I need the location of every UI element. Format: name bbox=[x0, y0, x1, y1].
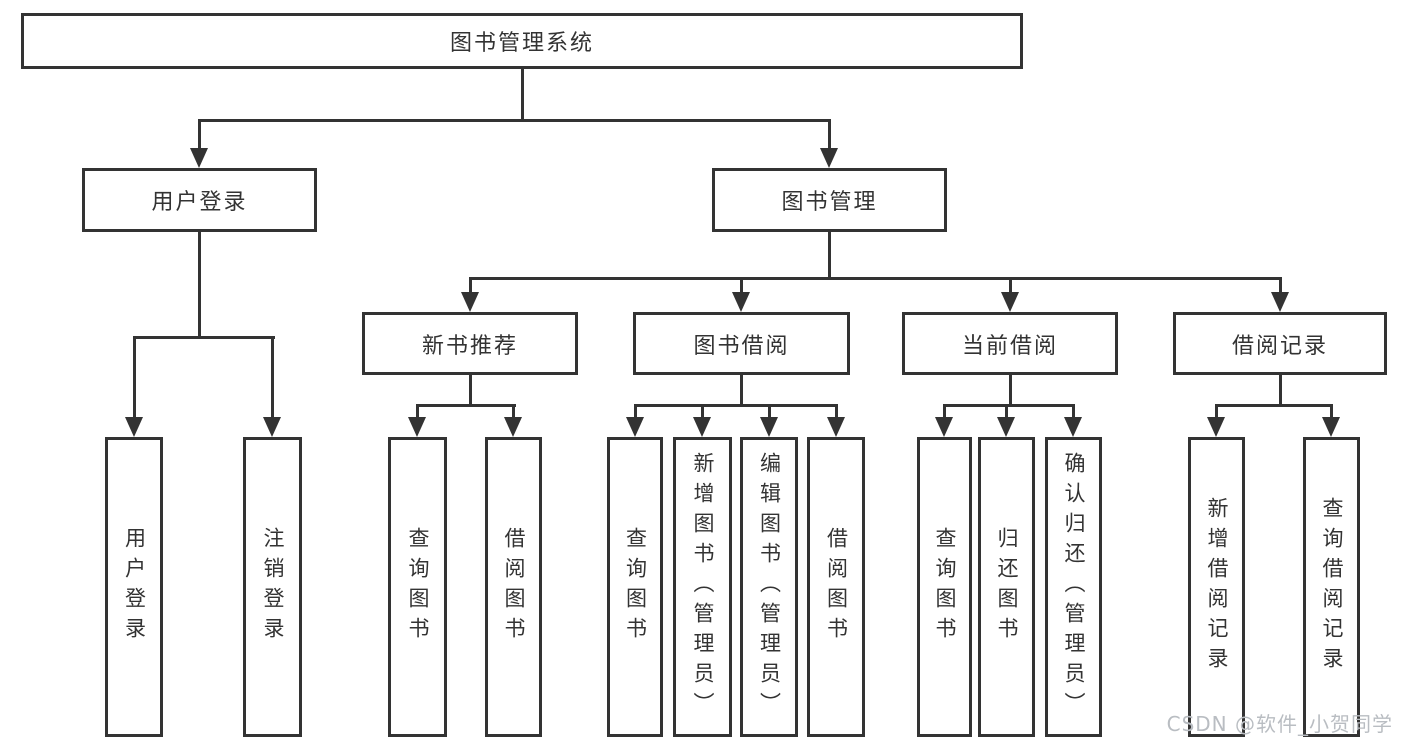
leaf-label: 查询图书 bbox=[623, 527, 648, 647]
leaf-user-login: 用户登录 bbox=[105, 437, 163, 737]
node-label: 图书借阅 bbox=[693, 333, 790, 359]
arrowhead-br-add bbox=[1207, 417, 1225, 437]
edge-stem-br-query bbox=[1329, 403, 1333, 420]
leaf-br-add-record: 新增借阅记录 bbox=[1188, 437, 1245, 737]
edge-root-bar bbox=[197, 118, 831, 122]
edge-root-trunk bbox=[520, 69, 524, 121]
leaf-bb-add-books-admin: 新增图书（管理员） bbox=[673, 437, 732, 737]
edge-stem-bb-edit bbox=[767, 403, 771, 420]
edge-stem-br-add bbox=[1215, 403, 1218, 420]
leaf-label: 查询图书 bbox=[406, 527, 430, 647]
node-book-management-branch: 图书管理 bbox=[712, 168, 947, 232]
leaf-label: 查询图书 bbox=[933, 527, 957, 647]
leaf-label: 新增借阅记录 bbox=[1205, 497, 1229, 677]
leaf-cb-return-books: 归还图书 bbox=[978, 437, 1035, 737]
node-book-borrowing: 图书借阅 bbox=[633, 312, 850, 375]
edge-book-management-bar bbox=[468, 276, 1282, 280]
leaf-bb-borrow-books: 借阅图书 bbox=[807, 437, 865, 737]
edge-new-books-bar bbox=[416, 403, 516, 407]
edge-stem-bb-add bbox=[700, 403, 704, 420]
leaf-label: 编辑图书（管理员） bbox=[757, 452, 782, 722]
edge-stem-borrow-records bbox=[1278, 276, 1282, 295]
arrowhead-bb-edit bbox=[760, 417, 778, 437]
arrowhead-user-login bbox=[190, 148, 208, 168]
arrowhead-borrow-records bbox=[1271, 292, 1289, 312]
node-label: 当前借阅 bbox=[961, 333, 1058, 359]
arrowhead-current-borrow bbox=[1001, 292, 1019, 312]
arrowhead-cb-return bbox=[997, 417, 1015, 437]
edge-stem-cb-query bbox=[943, 403, 946, 420]
edge-stem-bb-query bbox=[633, 403, 637, 420]
edge-stem-cb-confirm bbox=[1071, 403, 1075, 420]
node-label: 新书推荐 bbox=[421, 333, 518, 359]
leaf-label: 借阅图书 bbox=[824, 527, 849, 647]
edge-stem-leaf-logout bbox=[271, 335, 274, 420]
edge-stem-user-login bbox=[197, 118, 201, 150]
node-label: 图书管理系统 bbox=[449, 31, 594, 56]
leaf-nb-borrow-books: 借阅图书 bbox=[485, 437, 542, 737]
arrowhead-new-books bbox=[461, 292, 479, 312]
edge-borrow-records-trunk bbox=[1278, 375, 1282, 407]
edge-book-borrow-bar bbox=[633, 403, 838, 407]
leaf-logout: 注销登录 bbox=[243, 437, 302, 737]
arrowhead-bb-borrow bbox=[827, 417, 845, 437]
edge-book-borrow-trunk bbox=[739, 375, 743, 407]
edge-user-login-trunk bbox=[197, 232, 201, 339]
edge-stem-book-borrow bbox=[739, 276, 743, 295]
arrowhead-leaf-logout bbox=[263, 417, 281, 437]
node-label: 借阅记录 bbox=[1231, 333, 1328, 359]
node-label: 用户登录 bbox=[151, 190, 248, 215]
arrowhead-nb-borrow bbox=[504, 417, 522, 437]
arrowhead-book-borrow bbox=[732, 292, 750, 312]
edge-current-borrow-trunk bbox=[1008, 375, 1012, 407]
leaf-br-query-record: 查询借阅记录 bbox=[1303, 437, 1360, 737]
leaf-label: 查询借阅记录 bbox=[1320, 497, 1344, 677]
arrowhead-br-query bbox=[1322, 417, 1340, 437]
edge-stem-cb-return bbox=[1004, 403, 1008, 420]
leaf-nb-query-books: 查询图书 bbox=[388, 437, 447, 737]
arrowhead-cb-query bbox=[935, 417, 953, 437]
leaf-cb-confirm-return-admin: 确认归还（管理员） bbox=[1045, 437, 1102, 737]
node-borrowing-records: 借阅记录 bbox=[1173, 312, 1387, 375]
edge-current-borrow-bar bbox=[943, 403, 1075, 407]
arrowhead-book-management bbox=[820, 148, 838, 168]
edge-stem-book-management bbox=[827, 118, 831, 150]
node-library-management-system: 图书管理系统 bbox=[21, 13, 1023, 69]
node-user-login-branch: 用户登录 bbox=[82, 168, 317, 232]
edge-user-login-bar bbox=[132, 335, 275, 339]
leaf-label: 确认归还（管理员） bbox=[1062, 452, 1086, 722]
arrowhead-bb-query bbox=[626, 417, 644, 437]
csdn-watermark: CSDN @软件_小贺同学 bbox=[1166, 712, 1393, 736]
edge-stem-leaf-user-login bbox=[132, 335, 136, 420]
node-label: 图书管理 bbox=[781, 190, 878, 215]
edge-stem-new-books bbox=[468, 276, 472, 295]
edge-borrow-records-bar bbox=[1215, 403, 1333, 407]
arrowhead-bb-add bbox=[693, 417, 711, 437]
leaf-label: 新增图书（管理员） bbox=[691, 452, 715, 722]
node-current-borrowing: 当前借阅 bbox=[902, 312, 1118, 375]
edge-stem-nb-query bbox=[416, 403, 419, 420]
leaf-label: 归还图书 bbox=[995, 527, 1019, 647]
edge-book-management-trunk bbox=[827, 232, 831, 280]
leaf-label: 用户登录 bbox=[122, 527, 147, 647]
edge-stem-nb-borrow bbox=[511, 403, 515, 420]
node-new-book-recommend: 新书推荐 bbox=[362, 312, 578, 375]
edge-stem-current-borrow bbox=[1008, 276, 1012, 295]
leaf-bb-query-books: 查询图书 bbox=[607, 437, 663, 737]
leaf-bb-edit-books-admin: 编辑图书（管理员） bbox=[740, 437, 798, 737]
arrowhead-cb-confirm bbox=[1064, 417, 1082, 437]
edge-stem-bb-borrow bbox=[834, 403, 838, 420]
leaf-cb-query-books: 查询图书 bbox=[917, 437, 972, 737]
edge-new-books-trunk bbox=[468, 375, 472, 407]
leaf-label: 借阅图书 bbox=[502, 527, 526, 647]
arrowhead-leaf-user-login bbox=[125, 417, 143, 437]
leaf-label: 注销登录 bbox=[261, 527, 285, 647]
arrowhead-nb-query bbox=[408, 417, 426, 437]
